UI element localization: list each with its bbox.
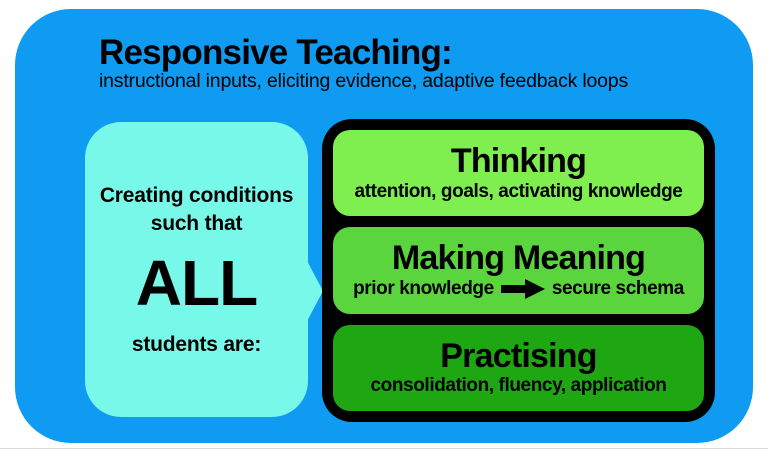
bubble-intro-text: Creating conditions such that — [99, 183, 294, 235]
stage-thinking-subtitle: attention, goals, activating knowledge — [354, 180, 683, 202]
background-panel: Responsive Teaching: instructional input… — [15, 9, 753, 443]
stage-making-meaning-title: Making Meaning — [391, 239, 646, 278]
page-title: Responsive Teaching: — [99, 33, 453, 72]
stage-making-meaning: Making Meaning prior knowledge secure sc… — [333, 227, 704, 314]
stage-practising-subtitle: consolidation, fluency, application — [370, 375, 667, 397]
speech-bubble: Creating conditions such that ALL studen… — [85, 122, 308, 417]
page-subtitle: instructional inputs, eliciting evidence… — [99, 70, 629, 92]
stage-practising: Practising consolidation, fluency, appli… — [333, 324, 704, 411]
bubble-emphasis-text: ALL — [135, 247, 258, 320]
subtitle-left-text: prior knowledge — [353, 277, 494, 299]
stage-practising-title: Practising — [440, 336, 597, 375]
stage-thinking-title: Thinking — [450, 141, 587, 180]
speech-bubble-pointer-icon — [306, 259, 323, 323]
bubble-outro-text: students are: — [131, 333, 262, 357]
right-arrow-icon — [500, 278, 545, 299]
stages-container: Thinking attention, goals, activating kn… — [322, 119, 715, 422]
page-edge-line — [0, 448, 768, 449]
stage-making-meaning-subtitle: prior knowledge secure schema — [353, 278, 684, 300]
subtitle-right-text: secure schema — [551, 277, 685, 299]
stage-thinking: Thinking attention, goals, activating kn… — [333, 130, 704, 217]
